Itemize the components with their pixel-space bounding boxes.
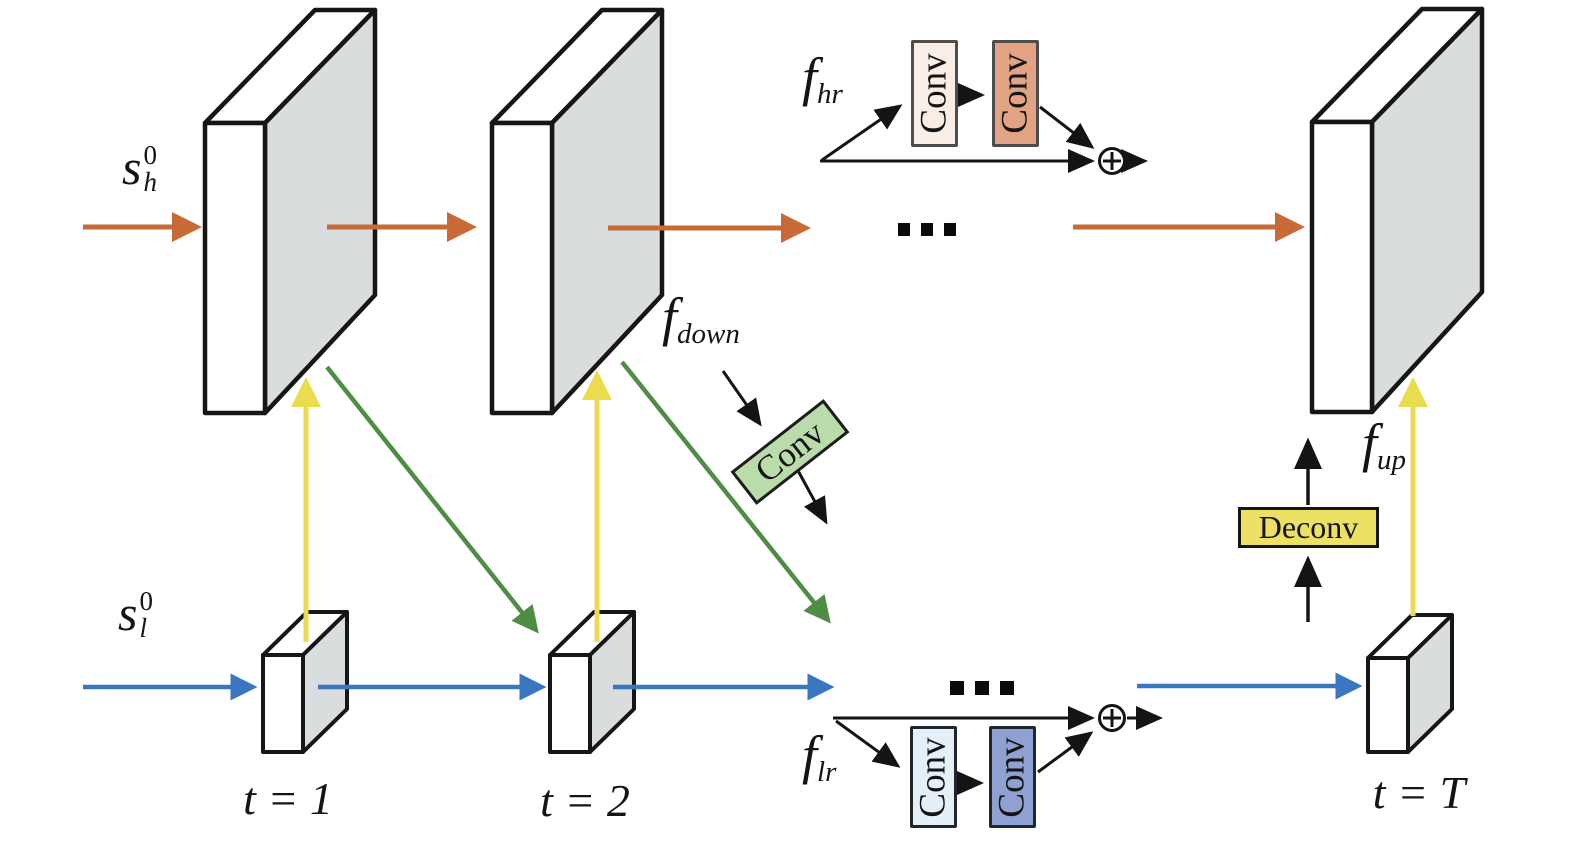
flr-sum-node [1098,704,1126,732]
fdown-function-label: f down [662,287,740,350]
hr-input-label: s 0 h [122,142,157,196]
fhr-function-label: f hr [802,47,843,110]
flr-branch-out-arrow [1037,731,1094,774]
down-arrow-1 [325,365,539,634]
hr-feature-slab-tT [1309,6,1485,415]
hr-feature-slab-t2 [489,7,665,416]
hr-ellipsis-icon [898,223,956,236]
deconv-box: Deconv [1238,507,1379,548]
slab-front-face [548,653,592,754]
fdown-in-arrow [721,370,762,427]
slab-front-face [1366,656,1410,754]
flr-branch-in-arrow [835,719,901,768]
slab-front-face [1309,119,1375,415]
conv-box-hr-2: Conv [992,40,1039,147]
down-arrow-2 [620,360,831,624]
hr-input-subscript: h [143,167,157,197]
lr-input-superscript: 0 [139,586,153,616]
conv-box-hr-1: Conv [911,40,958,147]
conv-box-lr-1: Conv [910,726,957,828]
lr-input-label: s 0 l [118,588,153,642]
lr-feature-slab-t2 [548,610,636,754]
slab-front-face [202,120,268,416]
fup-function-label: f up [1362,413,1407,476]
fhr-branch-in-arrow [821,104,903,162]
conv-box-lr-2: Conv [989,726,1036,828]
hr-feature-slab-t1 [202,7,378,416]
timestep-label-t2: t = 2 [540,775,630,826]
slab-front-face [261,653,305,754]
fhr-sum-node [1098,147,1126,175]
lr-input-symbol: s [118,585,138,641]
lr-feature-slab-t1 [261,610,349,754]
hr-input-symbol: s [122,139,142,195]
lr-feature-slab-tT [1366,613,1454,754]
timestep-label-t1: t = 1 [243,773,333,824]
flr-function-label: f lr [802,725,837,788]
hr-input-superscript: 0 [143,140,157,170]
fhr-branch-out-arrow [1039,105,1095,149]
timestep-label-tT: t = T [1372,767,1466,818]
lr-input-subscript: l [139,613,147,643]
fdown-out-arrow [794,466,828,525]
slab-front-face [489,120,555,416]
lr-ellipsis-icon [950,681,1014,695]
